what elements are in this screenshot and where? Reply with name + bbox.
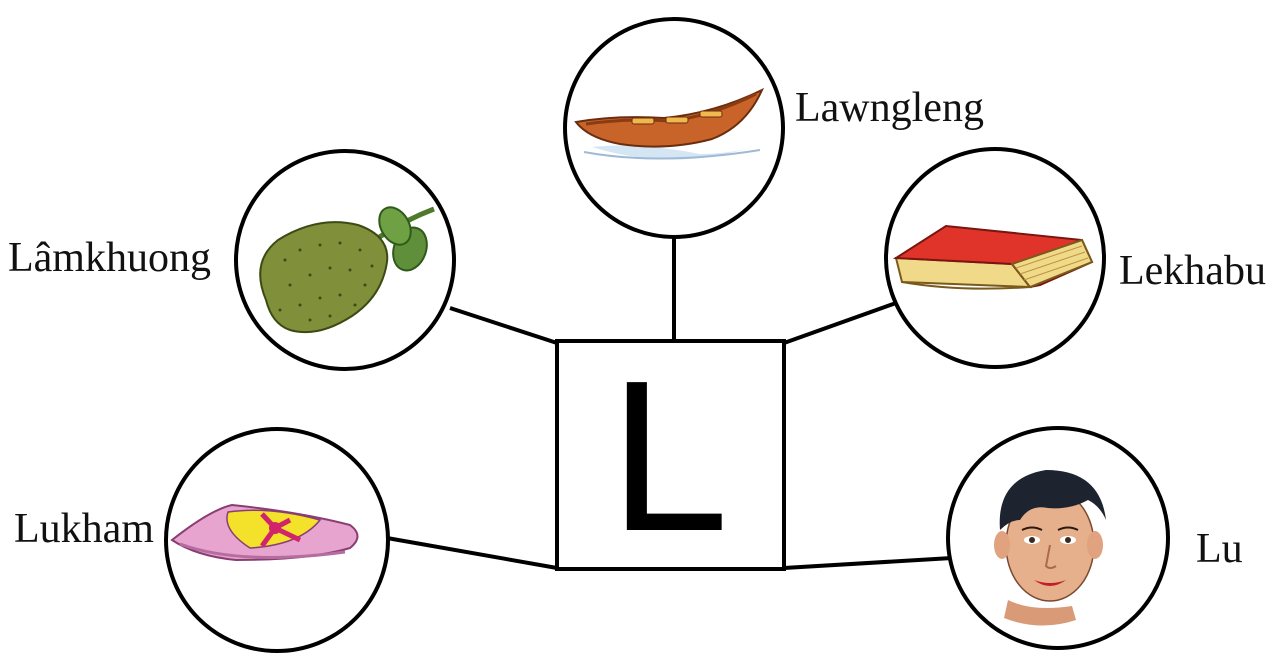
- center-letter-box: L: [555, 335, 786, 576]
- word-label-face: Lu: [1196, 526, 1243, 572]
- pillow-icon: [170, 503, 359, 562]
- book-picture: [884, 147, 1106, 369]
- jackfruit-icon: [259, 206, 435, 334]
- pillow-picture: [164, 427, 390, 653]
- word-label-book: Lekhabu: [1119, 248, 1266, 294]
- jackfruit-picture: [234, 149, 456, 371]
- center-letter: L: [609, 335, 729, 576]
- boat-icon: [574, 87, 765, 160]
- connector-face: [783, 556, 953, 570]
- connector-jackfruit: [449, 306, 558, 345]
- boat-picture: [563, 17, 785, 239]
- face-picture: [946, 426, 1170, 650]
- word-label-jackfruit: Lâmkhuong: [8, 235, 211, 281]
- face-icon: [994, 470, 1106, 626]
- word-label-boat: Lawngleng: [795, 85, 984, 131]
- word-label-pillow: Lukham: [14, 506, 154, 552]
- connector-pillow: [386, 536, 558, 570]
- connector-lines: [386, 237, 953, 570]
- book-icon: [892, 224, 1094, 290]
- connector-book: [783, 301, 897, 345]
